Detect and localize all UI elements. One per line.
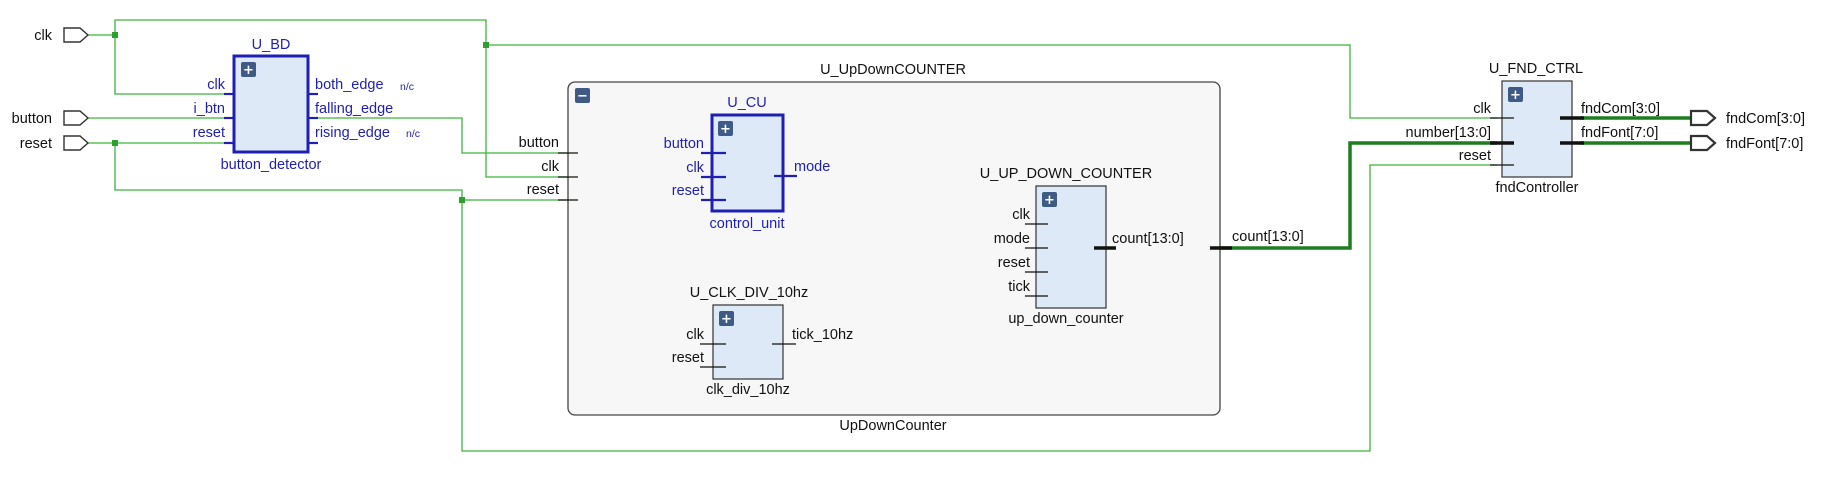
u-fnd-instance-name: U_FND_CTRL [1489,61,1583,77]
port-button-label: button [12,111,52,127]
hier-u-updowncounter[interactable]: U_UpDownCOUNTER − button clk reset count… [519,62,1304,434]
u-udc-pin-mode: mode [994,231,1030,247]
hier-pin-reset: reset [527,182,559,198]
svg-text:−: − [577,89,588,104]
input-port-clk[interactable]: clk [34,27,90,44]
u-clkdiv-instance-name: U_CLK_DIV_10hz [690,285,809,301]
collapse-button[interactable] [575,88,590,103]
u-udc-module-name: up_down_counter [1008,311,1123,327]
svg-text:+: + [1510,88,1521,103]
u-fnd-pin-clk: clk [1473,101,1491,117]
port-fndfont-label: fndFont[7:0] [1726,136,1803,152]
u-fnd-pin-number: number[13:0] [1406,125,1491,141]
u-bd-pin-falling-edge: falling_edge [315,101,393,117]
u-bd-module-name: button_detector [221,157,322,173]
expand-button[interactable] [719,311,734,326]
u-fnd-pin-reset: reset [1459,148,1491,164]
output-port-fndfont[interactable]: fndFont[7:0] [1689,134,1803,152]
u-bd-pin-reset: reset [193,125,225,141]
u-clkdiv-pin-clk: clk [686,327,704,343]
u-bd-instance-name: U_BD [252,37,291,53]
port-reset-label: reset [20,136,52,152]
svg-text:+: + [721,312,732,327]
u-fnd-pin-fndfont: fndFont[7:0] [1581,125,1658,141]
net-clk-bd[interactable] [114,35,234,95]
u-fnd-pin-fndcom: fndCom[3:0] [1581,101,1660,117]
u-cu-pin-mode: mode [794,159,830,175]
u-bd-pin-i-btn: i_btn [194,101,225,117]
svg-text:+: + [1044,193,1055,208]
nc-label: n/c [406,128,420,140]
u-cu-instance-name: U_CU [727,95,766,111]
hier-pin-button: button [519,135,559,151]
svg-text:+: + [720,122,731,137]
port-fndcom-label: fndCom[3:0] [1726,111,1805,127]
hier-pin-clk: clk [541,159,559,175]
u-udc-pin-reset: reset [998,255,1030,271]
expand-button[interactable] [1508,87,1523,102]
u-bd-pin-clk: clk [207,77,225,93]
expand-button[interactable] [241,62,256,77]
u-cu-pin-reset: reset [672,183,704,199]
u-fnd-module-name: fndController [1495,180,1578,196]
expand-button[interactable] [1042,192,1057,207]
u-clkdiv-pin-reset: reset [672,350,704,366]
u-udc-instance-name: U_UP_DOWN_COUNTER [980,166,1152,182]
hier-module-name: UpDownCounter [839,418,946,434]
u-cu-pin-button: button [664,136,704,152]
u-udc-pin-clk: clk [1012,207,1030,223]
input-port-button[interactable]: button [12,110,90,127]
u-clkdiv-pin-tick: tick_10hz [792,327,853,343]
u-udc-pin-count: count[13:0] [1112,231,1184,247]
expand-button[interactable] [718,121,733,136]
u-udc-pin-tick: tick [1008,279,1031,295]
hier-pin-count: count[13:0] [1232,229,1304,245]
cell-u-bd[interactable]: U_BD + clk i_btn reset both_edge falling… [193,37,420,173]
u-clkdiv-module-name: clk_div_10hz [706,382,790,398]
u-cu-pin-clk: clk [686,160,704,176]
cell-u-clk-div[interactable]: U_CLK_DIV_10hz + clk reset tick_10hz clk… [672,285,854,398]
u-bd-pin-both-edge: both_edge [315,77,384,93]
nc-label: n/c [400,81,414,93]
output-port-fndcom[interactable]: fndCom[3:0] [1689,109,1805,127]
input-port-reset[interactable]: reset [20,135,90,152]
port-clk-label: clk [34,28,52,44]
svg-text:+: + [243,63,254,78]
net-reset-down[interactable] [114,143,1497,452]
u-bd-pin-rising-edge: rising_edge [315,125,390,141]
cell-u-fnd-ctrl[interactable]: U_FND_CTRL + clk number[13:0] reset fndC… [1406,61,1660,196]
u-cu-module-name: control_unit [710,216,785,232]
cell-u-up-down-counter[interactable]: U_UP_DOWN_COUNTER + clk mode reset tick … [980,166,1184,327]
hier-instance-name: U_UpDownCOUNTER [820,62,966,78]
cell-u-cu[interactable]: U_CU + button clk reset mode control_uni… [664,95,831,232]
